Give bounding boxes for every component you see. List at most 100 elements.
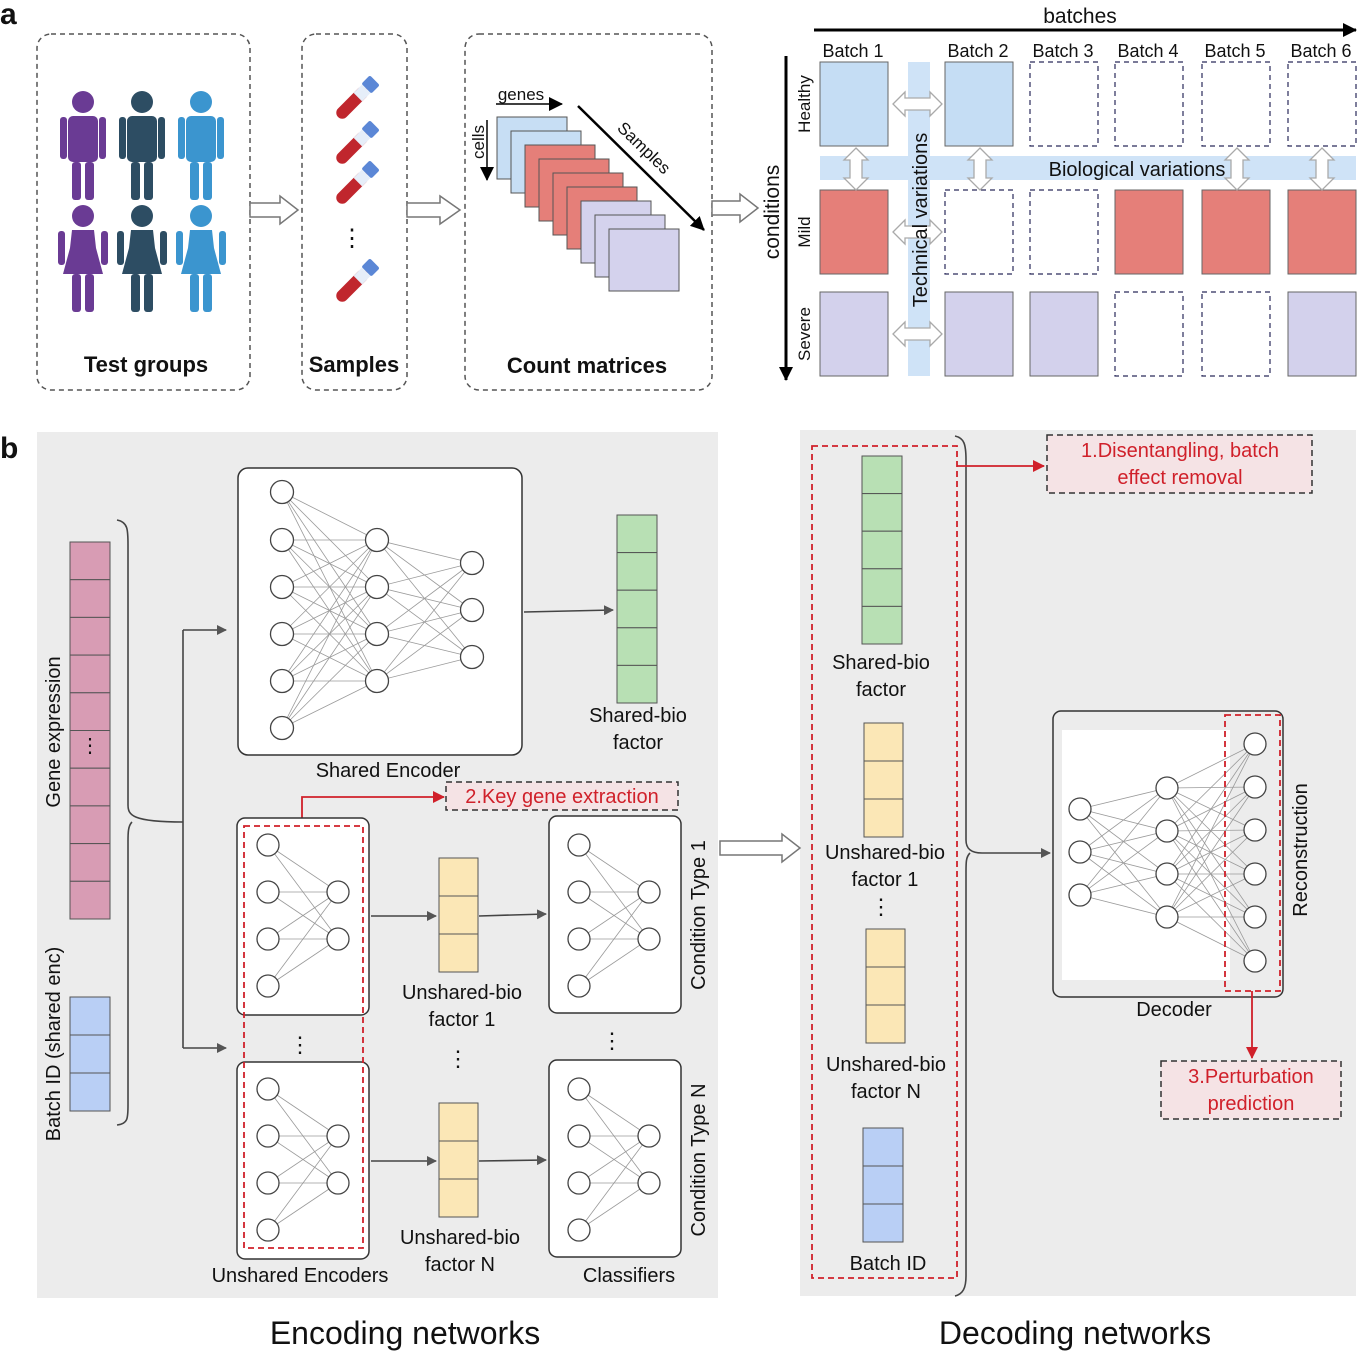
person-arm bbox=[60, 117, 67, 159]
batches-axis-label: batches bbox=[1043, 5, 1117, 28]
person-head bbox=[72, 205, 94, 227]
unshared-encoders-label: Unshared Encoders bbox=[212, 1265, 389, 1287]
unshared-factor-1-vector bbox=[438, 857, 479, 973]
matrix-stack bbox=[496, 116, 680, 292]
tube-cap bbox=[362, 161, 379, 178]
batch-label: Batch 3 bbox=[1032, 41, 1093, 61]
vector-cell bbox=[616, 552, 658, 591]
vector-cell bbox=[863, 798, 904, 838]
person-torso bbox=[127, 116, 157, 162]
tube-cap bbox=[362, 121, 379, 138]
net-node bbox=[1068, 797, 1092, 821]
net-connection bbox=[281, 539, 378, 635]
vector-cell bbox=[862, 1203, 904, 1243]
unshared-factor-n-label-2: factor N bbox=[425, 1254, 495, 1276]
net-connection bbox=[1166, 743, 1256, 789]
unshared-encoder-n-network bbox=[256, 1077, 350, 1242]
perturbation-label-2: prediction bbox=[1208, 1093, 1295, 1115]
net-node bbox=[1155, 776, 1179, 800]
net-connection bbox=[281, 680, 378, 729]
gene-expression-vector bbox=[69, 541, 111, 920]
person-leg bbox=[85, 162, 94, 200]
vector-cell bbox=[69, 1034, 111, 1074]
vector-cell bbox=[861, 605, 903, 645]
person-arm bbox=[119, 117, 126, 159]
person-arm bbox=[158, 117, 165, 159]
grid-cell-filled bbox=[1201, 189, 1271, 275]
net-node bbox=[1243, 775, 1267, 799]
net-node bbox=[269, 715, 295, 741]
decoder-label: Decoder bbox=[1136, 999, 1212, 1021]
net-node bbox=[637, 1171, 661, 1195]
net-connection bbox=[267, 938, 339, 987]
net-node bbox=[269, 574, 295, 600]
grid-cell-filled bbox=[1287, 291, 1357, 377]
flow-arrow-1 bbox=[249, 194, 300, 226]
vector-cell bbox=[69, 880, 111, 920]
net-node bbox=[326, 1124, 350, 1148]
batch-label: Batch 5 bbox=[1204, 41, 1265, 61]
net-node bbox=[459, 644, 485, 670]
samples-label: Samples bbox=[309, 352, 400, 377]
cells-label: cells bbox=[469, 125, 488, 159]
key-gene-highlight bbox=[243, 825, 364, 1249]
vector-cell bbox=[865, 966, 906, 1006]
net-node bbox=[567, 1171, 591, 1195]
dec-unshared-factor-n-label-1: Unshared-bio bbox=[826, 1054, 946, 1076]
net-connection bbox=[267, 1182, 339, 1231]
input-bracket bbox=[116, 519, 184, 1126]
person-arm bbox=[217, 117, 224, 159]
net-node bbox=[1243, 818, 1267, 842]
people-icons bbox=[58, 91, 226, 312]
dec-batch-id-label: Batch ID bbox=[850, 1253, 927, 1275]
vector-cell bbox=[69, 654, 111, 694]
grid-cell-filled bbox=[944, 291, 1014, 377]
to-classifier-n-arrow bbox=[478, 1155, 547, 1166]
vector-cell bbox=[69, 541, 111, 581]
person-arm bbox=[219, 231, 226, 265]
net-connection bbox=[578, 844, 650, 893]
person-arm bbox=[117, 231, 124, 265]
biological-variation-arrow bbox=[842, 147, 870, 191]
person-arm bbox=[176, 231, 183, 265]
net-connection bbox=[267, 1135, 339, 1184]
net-connection bbox=[1079, 894, 1168, 918]
batch-label: Batch 6 bbox=[1290, 41, 1351, 61]
decoder-batch-id-vector bbox=[862, 1127, 904, 1243]
biological-variations-label: Biological variations bbox=[1049, 159, 1226, 181]
vector-cell bbox=[616, 627, 658, 666]
person-dress bbox=[63, 230, 103, 274]
net-connection bbox=[578, 891, 650, 940]
panel-a-letter: a bbox=[0, 0, 17, 31]
person-head bbox=[131, 91, 153, 113]
flow-arrow-3 bbox=[711, 192, 760, 224]
net-node bbox=[269, 668, 295, 694]
net-connection bbox=[376, 562, 473, 635]
person-dress bbox=[122, 230, 162, 274]
vector-cell bbox=[69, 579, 111, 618]
person-arm bbox=[178, 117, 185, 159]
count-matrix bbox=[608, 228, 680, 292]
net-node bbox=[1068, 883, 1092, 907]
vector-cell bbox=[616, 664, 658, 704]
unshared-factor-1-label-1: Unshared-bio bbox=[402, 982, 522, 1004]
person-leg bbox=[190, 162, 199, 200]
condition-type-1-label: Condition Type 1 bbox=[688, 840, 710, 990]
net-node bbox=[1243, 732, 1267, 756]
vector-cell bbox=[438, 857, 479, 897]
net-connection bbox=[267, 891, 339, 940]
dec-unshared-factor-1-label-2: factor 1 bbox=[852, 869, 919, 891]
net-node bbox=[364, 621, 390, 647]
vector-cell bbox=[438, 895, 479, 935]
net-connection bbox=[376, 562, 473, 682]
vector-cell bbox=[69, 1072, 111, 1112]
samples-box bbox=[301, 33, 408, 391]
net-node bbox=[637, 880, 661, 904]
classifier-n-network bbox=[567, 1077, 661, 1242]
vector-cell bbox=[69, 692, 111, 731]
person-dress bbox=[181, 230, 221, 274]
dec-shared-factor-label-1: Shared-bio bbox=[832, 652, 930, 674]
shared-encoder-network bbox=[269, 479, 485, 741]
grid-cell-filled bbox=[944, 61, 1014, 147]
shared-encoder-label: Shared Encoder bbox=[316, 760, 461, 782]
